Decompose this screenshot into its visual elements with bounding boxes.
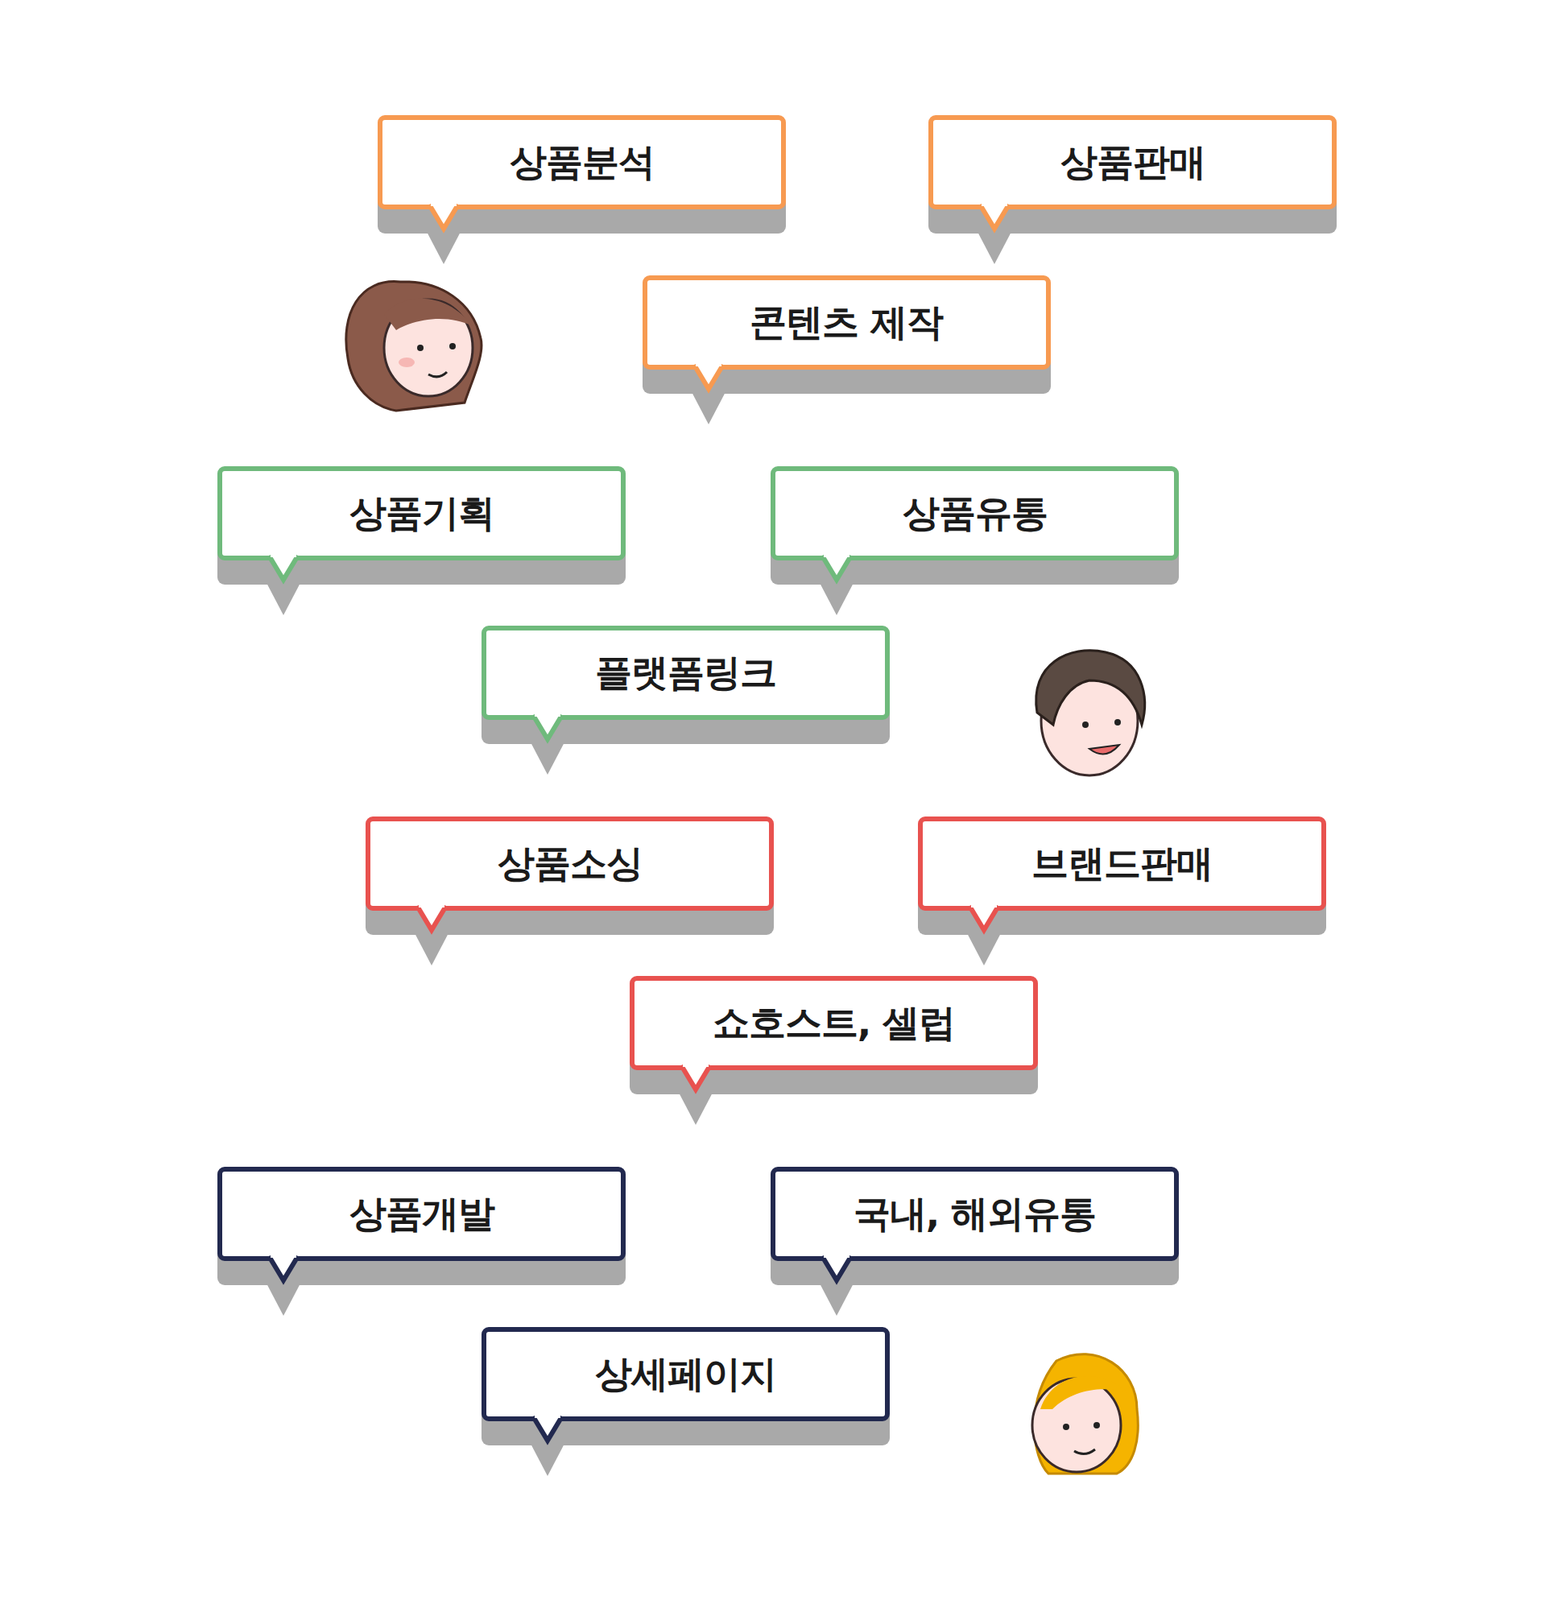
bubble-label: 콘텐츠 제작 xyxy=(749,297,943,348)
bubble-tail xyxy=(515,711,580,785)
bubble-label: 상품판매 xyxy=(1060,137,1206,188)
bubble-label: 쇼호스트, 셀럽 xyxy=(712,998,956,1049)
speech-bubble: 상세페이지 xyxy=(481,1326,890,1422)
bubble-label: 국내, 해외유통 xyxy=(853,1189,1097,1240)
bubble-tail xyxy=(804,1252,869,1326)
speech-bubble: 상품판매 xyxy=(928,115,1337,210)
bubble-tail xyxy=(663,1062,728,1135)
bubble-tail xyxy=(399,902,464,976)
bubble-label: 플랫폼링크 xyxy=(595,648,777,699)
speech-bubble: 국내, 해외유통 xyxy=(770,1166,1179,1261)
speech-bubble: 쇼호스트, 셀럽 xyxy=(629,975,1038,1071)
bubble-tail xyxy=(251,552,316,625)
bubble-tail xyxy=(962,201,1027,274)
bubble-label: 상품개발 xyxy=(349,1189,495,1240)
speech-bubble: 콘텐츠 제작 xyxy=(642,275,1051,370)
face-girl-brown xyxy=(346,281,482,411)
speech-bubble: 상품분석 xyxy=(377,115,786,210)
speech-bubble: 상품소싱 xyxy=(365,816,774,911)
speech-bubble: 상품기획 xyxy=(217,466,626,561)
bubble-tail xyxy=(951,902,1017,976)
speech-bubble: 상품개발 xyxy=(217,1166,626,1261)
bubble-tail xyxy=(515,1413,580,1486)
bubble-label: 브랜드판매 xyxy=(1031,839,1213,889)
bubble-label: 상세페이지 xyxy=(595,1349,777,1400)
face-boy xyxy=(1036,650,1146,776)
bubble-label: 상품유통 xyxy=(902,488,1048,539)
bubble-tail xyxy=(411,201,476,274)
speech-bubble: 상품유통 xyxy=(770,466,1179,561)
bubble-tail xyxy=(251,1252,316,1326)
bubble-label: 상품소싱 xyxy=(497,839,643,889)
bubble-tail xyxy=(804,552,869,625)
bubble-label: 상품분석 xyxy=(509,137,655,188)
bubble-tail xyxy=(676,361,741,435)
speech-bubble: 플랫폼링크 xyxy=(481,625,890,720)
bubble-label: 상품기획 xyxy=(349,488,495,539)
face-girl-yellow xyxy=(1032,1354,1138,1474)
speech-bubble: 브랜드판매 xyxy=(917,816,1327,911)
